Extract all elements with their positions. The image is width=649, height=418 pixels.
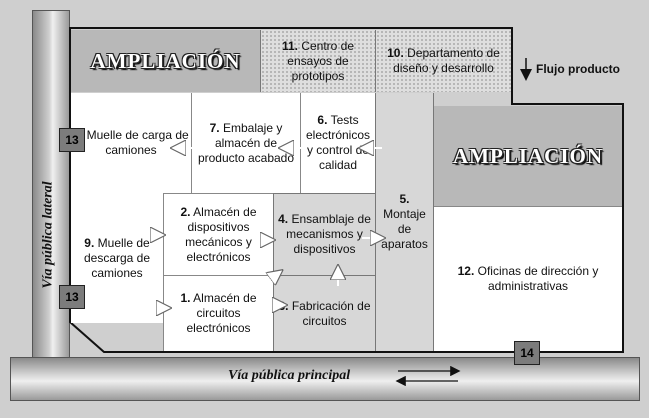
zone-8: 8. Muelle de carga de camiones	[71, 93, 191, 193]
expansion-top: AMPLIACIÓN	[71, 30, 260, 92]
zone-3: 3. Fabricación de circuitos	[273, 275, 375, 351]
gate-14: 14	[514, 341, 540, 365]
zone-9: 9. Muelle de descarga de camiones	[71, 193, 163, 323]
flow-legend-label: Flujo producto	[536, 62, 620, 76]
expansion-right-label: AMPLIACIÓN	[453, 143, 603, 168]
expansion-top-label: AMPLIACIÓN	[90, 48, 241, 73]
zone-5: 5. Montaje de aparatos	[375, 93, 434, 351]
zone-10: 10. Departamento de diseño y desarrollo	[376, 30, 511, 92]
expansion-right: AMPLIACIÓN	[434, 106, 622, 206]
lateral-road	[32, 10, 70, 365]
zone-7: 7. Embalaje y almacén de producto acabad…	[191, 93, 300, 193]
zone-11: 11. Centro de ensayos de prototipos	[260, 30, 376, 92]
gate-13-bottom: 13	[59, 285, 85, 309]
lateral-road-label: Vía pública lateral	[41, 181, 56, 289]
gate-13-top: 13	[59, 128, 85, 152]
zone-6: 6. Tests electrónicos y control de calid…	[300, 93, 375, 193]
zone-12: 12. Oficinas de dirección y administrati…	[434, 206, 622, 351]
zone-2: 2. Almacén de dispositivos mecánicos y e…	[163, 193, 273, 275]
main-road-label: Vía pública principal	[228, 368, 351, 383]
zone-4: 4. Ensamblaje de mecanismos y dispositiv…	[273, 193, 375, 275]
zone-1: 1. Almacén de circuitos electrónicos	[163, 275, 273, 351]
